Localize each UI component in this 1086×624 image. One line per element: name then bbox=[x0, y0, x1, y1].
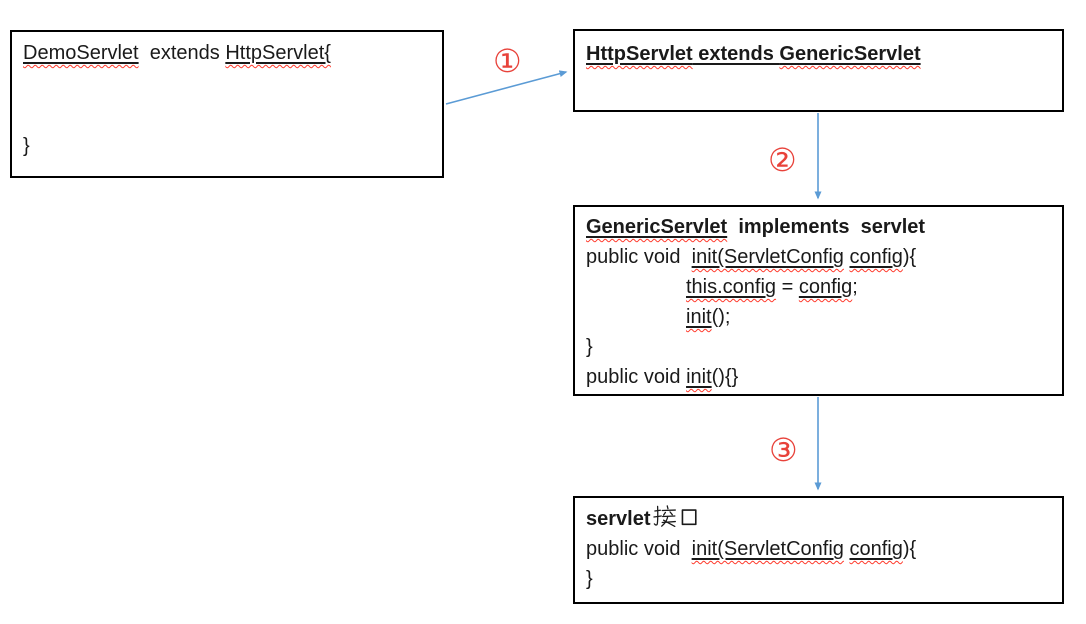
code-segment: init(ServletConfig bbox=[691, 246, 844, 268]
code-line: init(); bbox=[586, 302, 1051, 332]
code-line: public void init(ServletConfig config){ bbox=[586, 534, 1051, 564]
code-line: } bbox=[23, 131, 431, 162]
code-line: DemoServlet extends HttpServlet{ bbox=[23, 38, 431, 69]
class-box-demoservlet: DemoServlet extends HttpServlet{} bbox=[10, 30, 444, 178]
interface-box-servlet: servlet public void init(ServletConfig c… bbox=[573, 496, 1064, 604]
step-1-badge: ① bbox=[493, 42, 522, 80]
code-segment: ){ bbox=[902, 246, 917, 268]
code-segment: config bbox=[849, 246, 903, 268]
code-segment: HttpServlet bbox=[586, 43, 693, 65]
code-segment: servlet bbox=[586, 508, 651, 530]
code-segment: ; bbox=[852, 276, 858, 298]
code-segment: config bbox=[798, 276, 853, 298]
code-segment: = bbox=[776, 276, 799, 298]
code-line: public void init(ServletConfig config){ bbox=[586, 242, 1051, 272]
code-line: servlet bbox=[586, 504, 1051, 534]
code-line: public void init(){} bbox=[586, 362, 1051, 392]
code-segment: (); bbox=[711, 306, 731, 328]
code-segment: } bbox=[586, 336, 593, 358]
code-line: this.config = config; bbox=[586, 272, 1051, 302]
code-segment: init bbox=[686, 366, 712, 388]
code-segment: } bbox=[23, 135, 30, 157]
code-line: GenericServlet implements servlet bbox=[586, 212, 1051, 242]
code-segment: extends bbox=[692, 43, 780, 65]
code-segment: GenericServlet bbox=[586, 216, 728, 238]
code-segment: config bbox=[849, 538, 903, 560]
code-segment: public void bbox=[586, 366, 687, 388]
code-segment: DemoServlet bbox=[23, 42, 139, 64]
code-line bbox=[23, 100, 431, 131]
code-line bbox=[23, 69, 431, 100]
class-box-httpservlet: HttpServlet extends GenericServlet bbox=[573, 29, 1064, 112]
code-segment: GenericServlet bbox=[779, 43, 921, 65]
code-line: } bbox=[586, 564, 1051, 594]
code-segment: public void bbox=[586, 246, 692, 268]
hanzi-jiekou-text bbox=[652, 505, 697, 528]
code-segment: public void bbox=[586, 538, 692, 560]
code-line: } bbox=[586, 332, 1051, 362]
code-segment: } bbox=[586, 568, 593, 590]
code-segment: extends bbox=[138, 42, 226, 64]
step-2-badge: ② bbox=[768, 141, 797, 179]
code-line: HttpServlet extends GenericServlet bbox=[586, 39, 1051, 69]
code-segment: (){} bbox=[711, 366, 739, 388]
code-segment: HttpServlet{ bbox=[225, 42, 331, 64]
code-segment: init bbox=[686, 306, 712, 328]
code-segment: ){ bbox=[902, 538, 917, 560]
code-segment: this.config bbox=[686, 276, 777, 298]
step-3-badge: ③ bbox=[769, 431, 798, 469]
code-segment: init(ServletConfig bbox=[691, 538, 844, 560]
code-segment: implements servlet bbox=[727, 216, 926, 238]
